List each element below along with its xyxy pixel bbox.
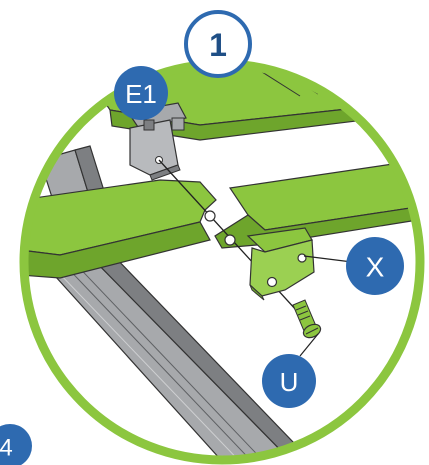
partial-page-number-text: 4 xyxy=(0,435,13,462)
step-number-text: 1 xyxy=(209,27,227,63)
u-callout: U xyxy=(262,354,316,408)
step-badge: 1 xyxy=(186,12,250,76)
x-callout-text: X xyxy=(366,252,385,283)
u-callout-text: U xyxy=(280,367,299,397)
e1-callout-text: E1 xyxy=(125,79,157,109)
x-callout: X xyxy=(346,237,404,295)
partial-page-badge: 4 xyxy=(0,424,32,465)
e1-callout: E1 xyxy=(114,66,168,120)
